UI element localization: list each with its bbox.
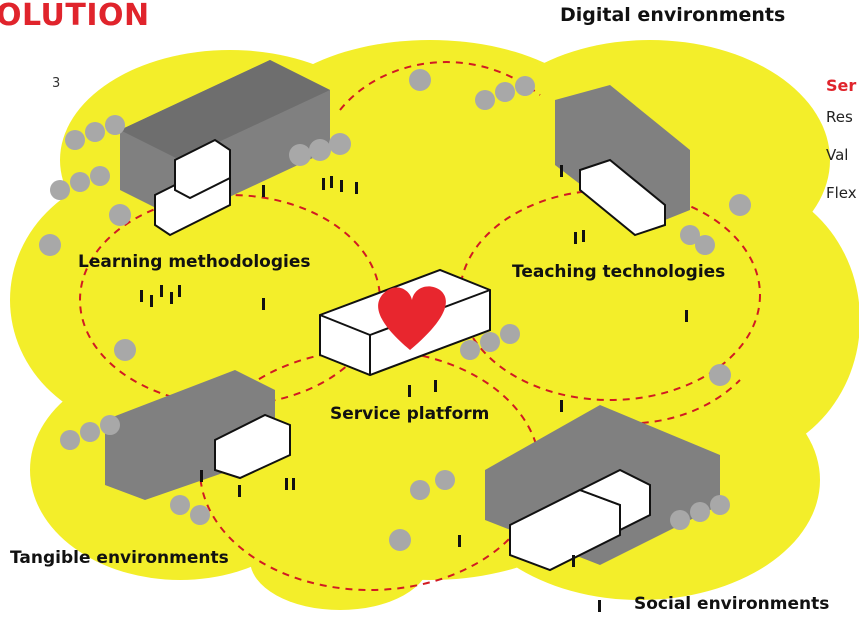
learning-methodologies-label: Learning methodologies xyxy=(78,252,311,272)
sidebar-item: Flex xyxy=(826,184,857,202)
service-platform-label: Service platform xyxy=(330,404,490,424)
building-teaching xyxy=(555,85,690,237)
sidebar-item: Val xyxy=(826,146,849,164)
digital-environments-label: Digital environments xyxy=(560,4,786,26)
building-social xyxy=(485,405,720,572)
sidebar-item: Res xyxy=(826,108,853,126)
sidebar-heading: Ser xyxy=(826,76,857,95)
diagram-number: 3 xyxy=(52,76,61,91)
people-figures xyxy=(140,165,688,612)
heart-icon xyxy=(378,286,446,350)
tree-cluster xyxy=(39,69,751,551)
social-environments-label: Social environments xyxy=(634,594,830,614)
building-learning xyxy=(120,60,330,237)
page-title: OLUTION xyxy=(0,0,150,33)
tangible-environments-label: Tangible environments xyxy=(10,548,229,568)
building-tangible xyxy=(105,370,291,500)
teaching-technologies-label: Teaching technologies xyxy=(512,262,726,282)
